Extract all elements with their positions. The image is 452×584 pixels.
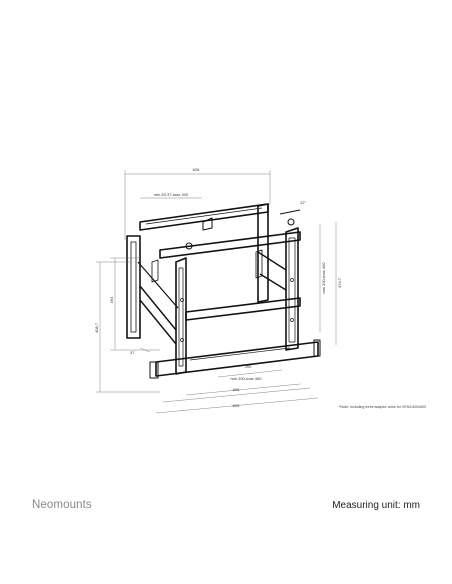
scissor-arm-right — [257, 251, 287, 291]
dim-rail-width: 606 — [233, 387, 240, 392]
dim-vertical-right: min 200-max 400 — [321, 262, 326, 294]
note-text: *Note: Including three adaptor arms for … — [339, 405, 427, 409]
dim-height-left-1: 394 — [109, 296, 114, 303]
wall-plate-left — [126, 235, 141, 339]
adjust-knob-left — [185, 242, 193, 250]
left-arm-rail — [175, 257, 187, 375]
dim-overall-width: 626 — [193, 167, 200, 172]
wall-plate-right — [257, 203, 269, 303]
top-crossbar — [159, 231, 301, 259]
adjust-knob-right — [287, 218, 295, 226]
right-arm-rail — [285, 227, 299, 351]
wall-plate-bottom-bar — [185, 297, 301, 321]
bottom-rail — [155, 341, 319, 377]
dim-vesa-min: 200 — [245, 364, 252, 369]
brand-logo: Neomounts — [32, 499, 92, 511]
dim-total-width: 620 — [233, 403, 240, 408]
dim-tilt-angle: 12° — [300, 200, 306, 205]
dim-height-right: 474.7 — [337, 277, 342, 288]
dim-offset-small: 37 — [130, 350, 135, 355]
dim-arm-range: min 83.37-max 200 — [154, 192, 189, 197]
measuring-unit: Measuring unit: mm — [332, 500, 420, 511]
wall-plate-top-bar — [139, 203, 269, 231]
dim-height-left-2: 408.7 — [94, 322, 99, 333]
dim-vesa-range: min 200-max 400 — [231, 376, 263, 381]
scissor-arm-left — [139, 285, 177, 345]
